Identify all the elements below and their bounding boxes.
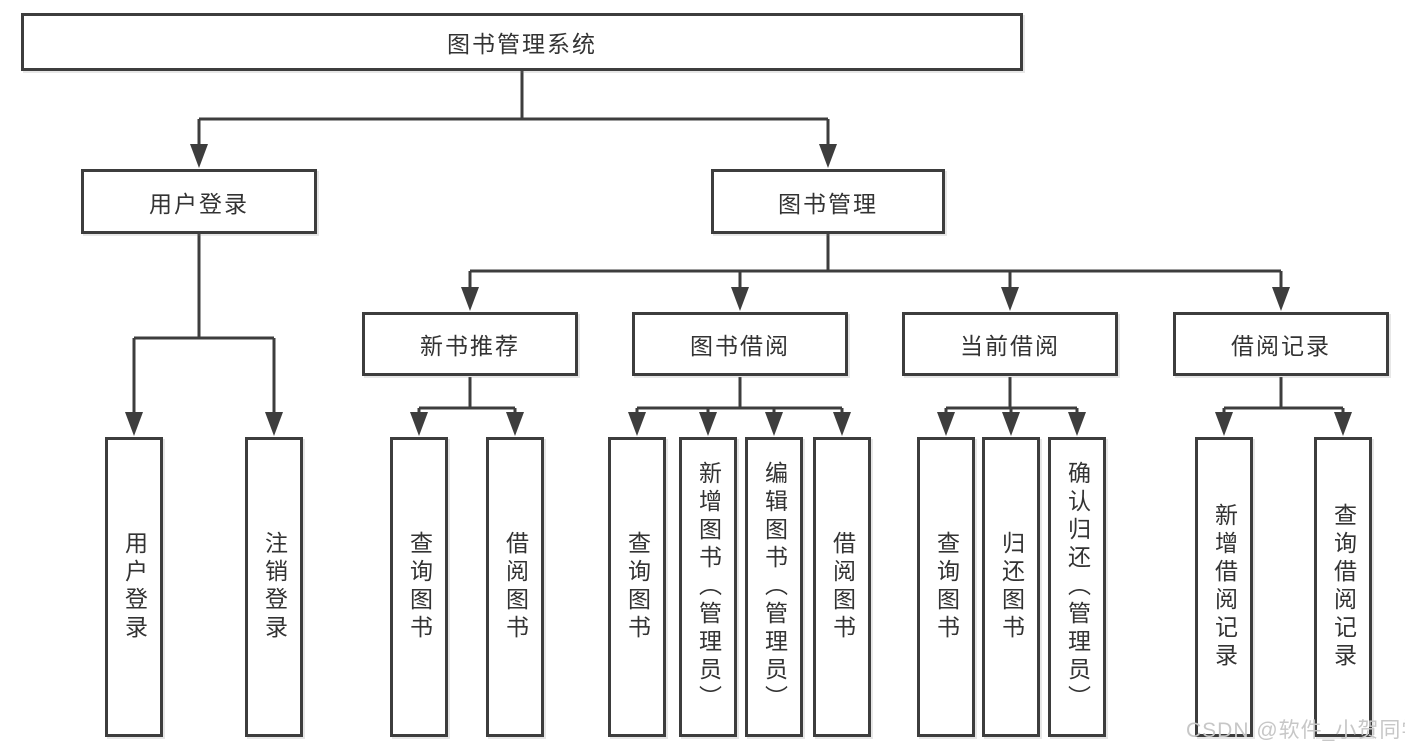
arrow-down-icon [265, 412, 283, 436]
leaf-borrow-books: 借阅图书 [813, 437, 871, 737]
csdn-watermark: CSDN @软件_小贺同学 [1186, 719, 1405, 742]
leaf-confirm-return-admin: 确认归还（管理员） [1048, 437, 1106, 737]
arrow-down-icon [1068, 412, 1086, 436]
node-user-login-branch: 用户登录 [81, 169, 317, 234]
node-current-borrowing: 当前借阅 [902, 312, 1118, 376]
node-label: 注销登录 [261, 531, 288, 643]
node-label: 查询图书 [406, 531, 433, 643]
node-book-management-branch: 图书管理 [711, 169, 945, 234]
arrow-down-icon [461, 287, 479, 311]
arrow-down-icon [1272, 287, 1290, 311]
leaf-user-login: 用户登录 [105, 437, 163, 737]
node-label: 借阅图书 [502, 531, 529, 643]
arrow-down-icon [1001, 287, 1019, 311]
leaf-query-books: 查询图书 [917, 437, 975, 737]
node-label: 编辑图书（管理员） [761, 461, 788, 713]
leaf-add-borrow-record: 新增借阅记录 [1195, 437, 1253, 737]
leaf-return-books: 归还图书 [982, 437, 1040, 737]
arrow-down-icon [833, 412, 851, 436]
arrowhead-icons [125, 144, 1352, 436]
node-label: 查询图书 [933, 531, 960, 643]
arrow-down-icon [506, 412, 524, 436]
node-label: 图书管理系统 [447, 31, 597, 57]
arrow-down-icon [819, 144, 837, 168]
arrow-down-icon [699, 412, 717, 436]
arrow-down-icon [1334, 412, 1352, 436]
arrow-down-icon [190, 144, 208, 168]
node-label: 新增图书（管理员） [695, 461, 722, 713]
node-label: 新书推荐 [420, 333, 520, 359]
node-library-system: 图书管理系统 [21, 13, 1023, 71]
arrow-down-icon [410, 412, 428, 436]
node-book-borrowing: 图书借阅 [632, 312, 848, 376]
node-label: 用户登录 [121, 531, 148, 643]
arrow-down-icon [1215, 412, 1233, 436]
arrow-down-icon [125, 412, 143, 436]
leaf-add-books-admin: 新增图书（管理员） [679, 437, 737, 737]
node-label: 借阅图书 [829, 531, 856, 643]
node-label: 查询借阅记录 [1330, 503, 1357, 671]
node-label: 确认归还（管理员） [1064, 461, 1091, 713]
node-label: 当前借阅 [960, 333, 1060, 359]
leaf-logout: 注销登录 [245, 437, 303, 737]
arrow-down-icon [731, 287, 749, 311]
arrow-down-icon [628, 412, 646, 436]
node-label: 借阅记录 [1231, 333, 1331, 359]
arrow-down-icon [765, 412, 783, 436]
leaf-edit-books-admin: 编辑图书（管理员） [745, 437, 803, 737]
node-label: 归还图书 [998, 531, 1025, 643]
connector-elbows [132, 71, 1345, 414]
leaf-query-borrow-record: 查询借阅记录 [1314, 437, 1372, 737]
node-label: 用户登录 [149, 190, 249, 217]
arrow-down-icon [937, 412, 955, 436]
leaf-borrow-books: 借阅图书 [486, 437, 544, 737]
node-label: 新增借阅记录 [1211, 503, 1238, 671]
leaf-query-books: 查询图书 [608, 437, 666, 737]
leaf-query-books: 查询图书 [390, 437, 448, 737]
node-label: 图书借阅 [690, 333, 790, 359]
node-borrowing-records: 借阅记录 [1173, 312, 1389, 376]
arrow-down-icon [1002, 412, 1020, 436]
node-label: 查询图书 [624, 531, 651, 643]
node-label: 图书管理 [778, 190, 878, 217]
node-new-book-recommend: 新书推荐 [362, 312, 578, 376]
